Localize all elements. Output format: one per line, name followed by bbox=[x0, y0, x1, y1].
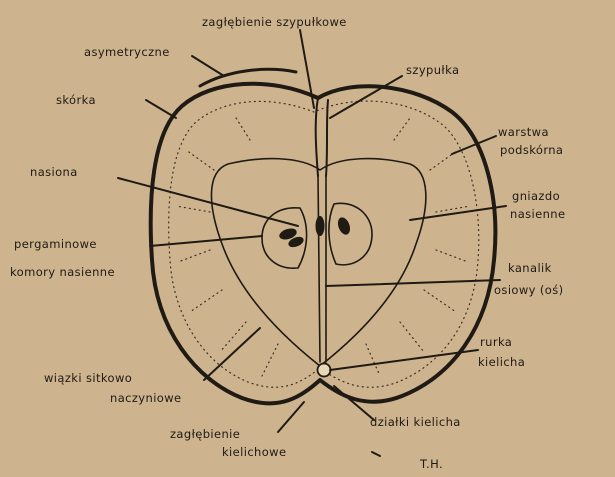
label-calyx-sepals: działki kielicha bbox=[370, 415, 461, 429]
subcutaneous-layer bbox=[169, 101, 479, 387]
label-axial-canal: kanalik bbox=[508, 261, 552, 275]
label-calyx-cavity: zagłębienie bbox=[170, 427, 240, 441]
label-seed-chambers: komory nasienne bbox=[10, 265, 115, 279]
label-seeds: nasiona bbox=[30, 165, 78, 179]
label-subcutaneous-layer: warstwa bbox=[498, 125, 549, 139]
label-axial-canal-2: osiowy (oś) bbox=[494, 283, 564, 297]
label-stem-cavity: zagłębienie szypułkowe bbox=[202, 15, 347, 29]
label-asymmetric: asymetryczne bbox=[84, 45, 170, 59]
seed-chamber-right bbox=[329, 203, 372, 265]
axial-canal bbox=[318, 176, 326, 362]
label-calyx-tube: rurka bbox=[480, 335, 512, 349]
label-parchment: pergaminowe bbox=[14, 237, 97, 251]
label-vascular-bundles-2: naczyniowe bbox=[110, 391, 182, 405]
label-subcutaneous-layer-2: podskórna bbox=[500, 143, 563, 157]
label-seed-nest: gniazdo bbox=[512, 189, 560, 203]
label-seed-nest-2: nasienne bbox=[510, 207, 565, 221]
artist-signature: T.H. bbox=[419, 457, 443, 471]
stem bbox=[316, 98, 328, 176]
seed bbox=[336, 216, 352, 237]
calyx-tube bbox=[318, 364, 331, 377]
label-vascular-bundles: wiązki sitkowo bbox=[44, 371, 132, 385]
label-calyx-cavity-2: kielichowe bbox=[222, 445, 286, 459]
seed bbox=[316, 216, 325, 236]
vascular-bundles bbox=[176, 118, 470, 376]
label-skin: skórka bbox=[56, 93, 96, 107]
label-stem: szypułka bbox=[406, 63, 459, 77]
label-calyx-tube-2: kielicha bbox=[478, 355, 525, 369]
